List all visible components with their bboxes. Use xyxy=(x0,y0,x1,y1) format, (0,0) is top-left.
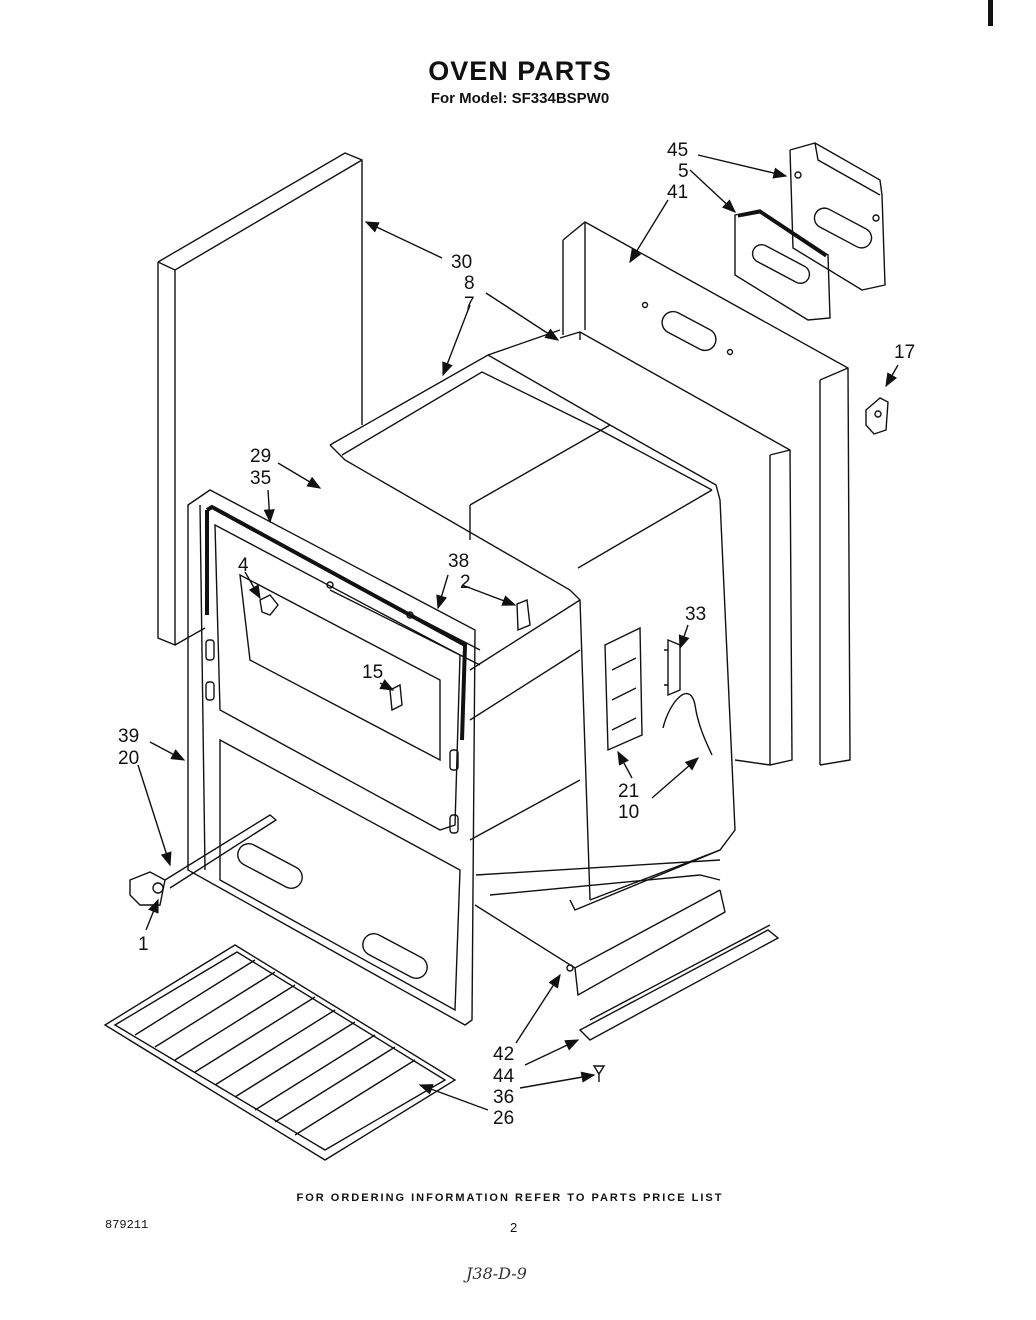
back-panel-41 xyxy=(562,221,851,766)
ordering-footer: FOR ORDERING INFORMATION REFER TO PARTS … xyxy=(296,1192,724,1204)
insulation-8 xyxy=(559,331,793,766)
front-frame-29 xyxy=(187,489,476,1026)
callout-8: 8 xyxy=(464,273,475,294)
callout-7: 7 xyxy=(464,294,475,315)
rack-support-21 xyxy=(604,626,643,752)
callout-36: 36 xyxy=(493,1087,514,1108)
callout-41: 41 xyxy=(667,182,688,203)
model-subtitle: For Model: SF334BSPW0 xyxy=(430,90,610,107)
document-code: 879211 xyxy=(105,1218,149,1232)
bracket-33 xyxy=(664,638,681,697)
callout-38: 38 xyxy=(448,551,469,572)
callout-44: 44 xyxy=(493,1066,515,1087)
element-20 xyxy=(129,814,278,906)
callout-5: 5 xyxy=(678,161,689,182)
callout-labels: 45 5 41 30 8 7 17 29 35 38 2 4 33 15 39 … xyxy=(118,140,915,1129)
callout-26: 26 xyxy=(493,1108,514,1129)
callout-20: 20 xyxy=(118,748,139,769)
page-number: 2 xyxy=(510,1220,518,1235)
callout-2: 2 xyxy=(460,572,471,593)
callout-10: 10 xyxy=(618,802,639,823)
gasket-5 xyxy=(734,209,831,321)
spreader-44 xyxy=(578,924,780,1041)
callout-21: 21 xyxy=(618,781,639,802)
clip-17 xyxy=(865,397,889,435)
oven-rack-26 xyxy=(103,944,457,1161)
clip-4 xyxy=(259,594,279,616)
exploded-parts-diagram: 45 5 41 30 8 7 17 29 35 38 2 4 33 15 39 … xyxy=(103,140,915,1161)
corner-mark xyxy=(988,0,993,26)
callout-45: 45 xyxy=(667,140,688,161)
callout-33: 33 xyxy=(685,604,706,625)
side-panel-30 xyxy=(157,152,363,647)
pin-15 xyxy=(389,683,403,712)
page-title: OVEN PARTS xyxy=(428,56,612,86)
callout-42: 42 xyxy=(493,1044,514,1065)
callout-35: 35 xyxy=(250,468,271,489)
callout-30: 30 xyxy=(451,252,472,273)
callout-39: 39 xyxy=(118,726,139,747)
callout-17: 17 xyxy=(894,342,915,363)
clip-2 xyxy=(516,599,531,632)
callout-4: 4 xyxy=(238,555,249,576)
callout-29: 29 xyxy=(250,446,271,467)
callout-1: 1 xyxy=(138,934,149,955)
bottom-panel-42 xyxy=(474,874,726,997)
screw-36 xyxy=(592,1065,606,1082)
oven-liner-7 xyxy=(329,329,736,911)
callout-15: 15 xyxy=(362,662,383,683)
brace-38 xyxy=(326,574,481,666)
leader-lines xyxy=(137,154,899,1111)
handwritten-note: J38-D-9 xyxy=(466,1264,527,1283)
bracket-45 xyxy=(789,142,886,291)
wire-10 xyxy=(662,692,713,756)
